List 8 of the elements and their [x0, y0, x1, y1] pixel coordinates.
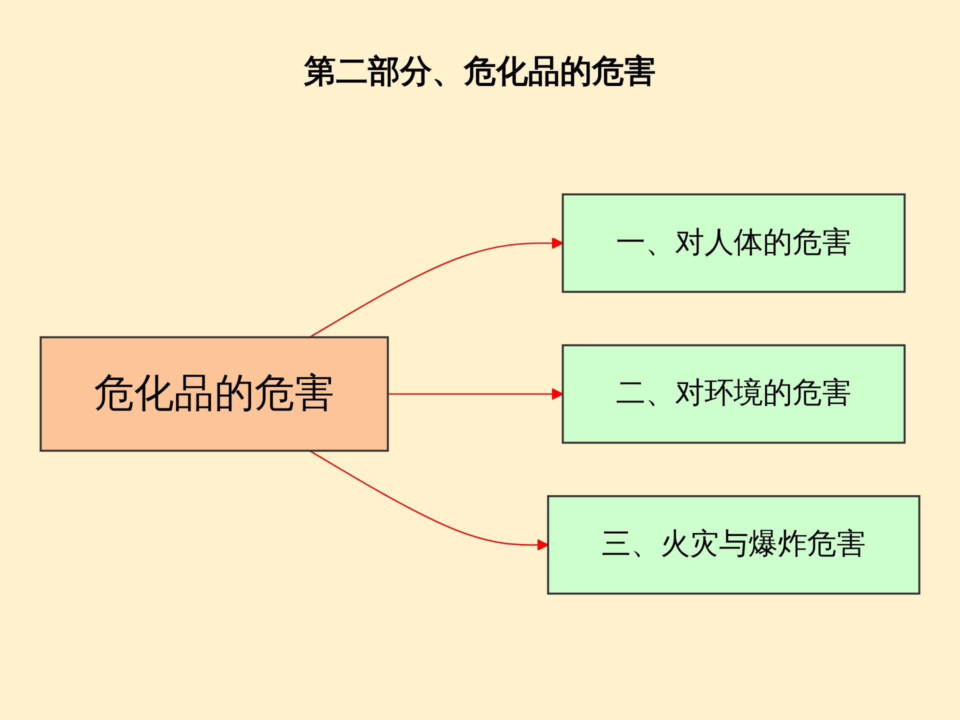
title: 第二部分、危化品的危害 [303, 51, 657, 92]
node-box: 三、火灾与爆炸危害 [547, 495, 920, 595]
arrow [309, 450, 549, 551]
node-box: 二、对环境的危害 [562, 344, 906, 444]
arrow [309, 237, 564, 338]
node-box: 危化品的危害 [40, 336, 389, 452]
node-box: 一、对人体的危害 [562, 193, 906, 293]
arrow [388, 388, 564, 400]
